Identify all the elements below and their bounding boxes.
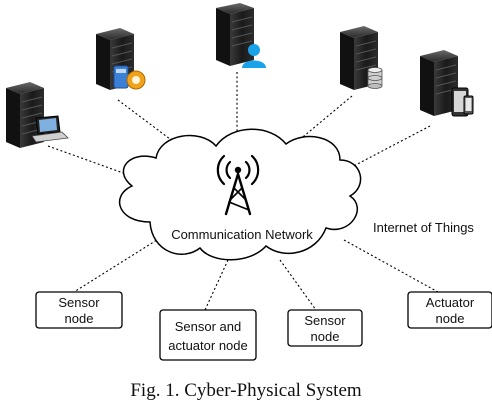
server-devices (420, 50, 474, 117)
link-node-1 (73, 237, 161, 293)
laptop-icon (31, 115, 69, 143)
node-label-line1: Sensor and (175, 319, 242, 334)
node-label-line2: actuator node (168, 338, 248, 353)
server-app (96, 28, 146, 90)
iot-label: Internet of Things (373, 220, 474, 235)
radio-tower-icon (216, 154, 260, 216)
application-icon (113, 65, 146, 90)
node-sensor-1: Sensor node (35, 291, 123, 329)
server-rack-icon (216, 3, 254, 66)
link-node-3 (279, 259, 317, 311)
network-label: Communication Network (171, 227, 313, 242)
node-label-line2: node (436, 311, 465, 326)
figure-caption: Fig. 1. Cyber-Physical System (130, 380, 362, 401)
node-actuator: Actuator node (407, 291, 492, 329)
node-label-line1: Sensor (58, 295, 100, 310)
link-server-laptop (47, 145, 127, 175)
node-sensor-actuator: Sensor and actuator node (159, 309, 257, 361)
node-label-line2: node (65, 311, 94, 326)
node-label-line2: node (311, 329, 340, 344)
devices-icon (451, 87, 474, 117)
server-laptop (6, 82, 69, 148)
node-label-line1: Sensor (304, 313, 346, 328)
user-icon (242, 44, 266, 68)
node-sensor-2: Sensor node (287, 309, 363, 347)
link-server-devices (345, 125, 431, 171)
server-database (340, 26, 383, 90)
database-icon (367, 67, 383, 89)
connector-lines (47, 72, 439, 311)
link-node-4 (343, 239, 439, 293)
link-node-2 (204, 259, 229, 311)
node-label-line1: Actuator (426, 295, 475, 310)
server-user (216, 3, 266, 68)
